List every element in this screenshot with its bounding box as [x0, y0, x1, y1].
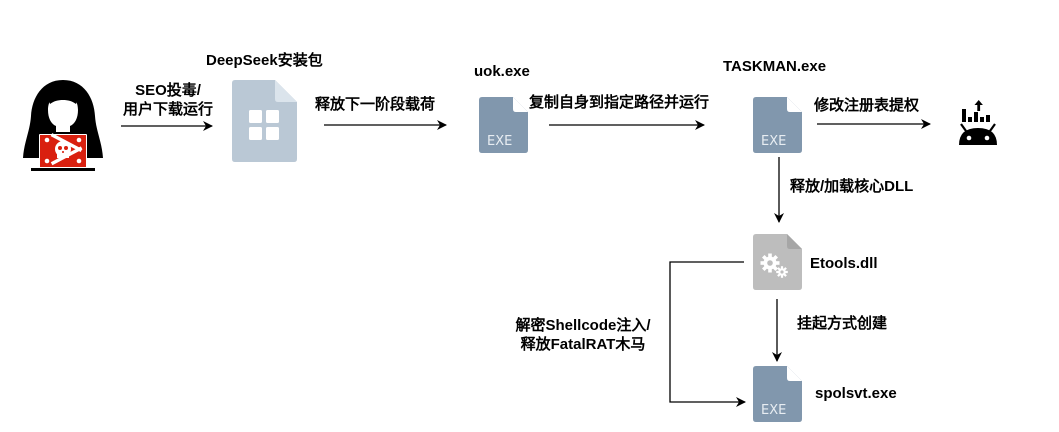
- hacker-icon: [23, 80, 103, 171]
- dll-gear-file-icon: [753, 234, 802, 290]
- exe-file-icon: EXE: [753, 97, 802, 153]
- edge-label-etools-to-spolsvt: 挂起方式创建: [797, 315, 888, 332]
- spolsvt-node: EXE: [753, 366, 802, 422]
- privilege-node: [955, 99, 1001, 147]
- uok-node: EXE: [479, 97, 528, 153]
- edge-label-installer-to-uok: 释放下一阶段载荷: [315, 96, 436, 113]
- edge-label-line2: 释放FatalRAT木马: [520, 336, 646, 353]
- arrow-etools-loop-to-spolsvt: [669, 261, 746, 407]
- exe-file-icon: EXE: [753, 366, 802, 422]
- etools-label: Etools.dll: [810, 255, 878, 272]
- exe-badge: EXE: [761, 134, 786, 149]
- taskman-node: EXE: [753, 97, 802, 153]
- attacker-node: [20, 76, 106, 176]
- etools-node: [753, 234, 802, 290]
- exe-file-icon: EXE: [479, 97, 528, 153]
- installer-label: DeepSeek安装包: [206, 52, 323, 69]
- edge-label-line1: SEO投毒/: [135, 82, 201, 99]
- exe-badge: EXE: [487, 134, 512, 149]
- android-privilege-icon: [959, 100, 997, 145]
- installer-node: [232, 80, 297, 162]
- taskman-label: TASKMAN.exe: [723, 58, 827, 75]
- spolsvt-label: spolsvt.exe: [815, 385, 897, 402]
- exe-badge: EXE: [761, 403, 786, 418]
- edge-label-uok-to-taskman: 复制自身到指定路径并运行: [529, 94, 710, 111]
- edge-label-attacker-to-installer: SEO投毒/ 用户下载运行: [108, 81, 228, 119]
- installer-file-icon: [232, 80, 297, 162]
- uok-label: uok.exe: [474, 63, 530, 80]
- edge-label-taskman-to-privilege: 修改注册表提权: [814, 97, 920, 114]
- edge-label-line1: 解密Shellcode注入/: [515, 317, 651, 334]
- edge-label-etools-loop-to-spolsvt: 解密Shellcode注入/ 释放FatalRAT木马: [503, 316, 663, 354]
- edge-label-line2: 用户下载运行: [122, 101, 213, 118]
- edge-label-taskman-to-etools: 释放/加载核心DLL: [790, 178, 914, 195]
